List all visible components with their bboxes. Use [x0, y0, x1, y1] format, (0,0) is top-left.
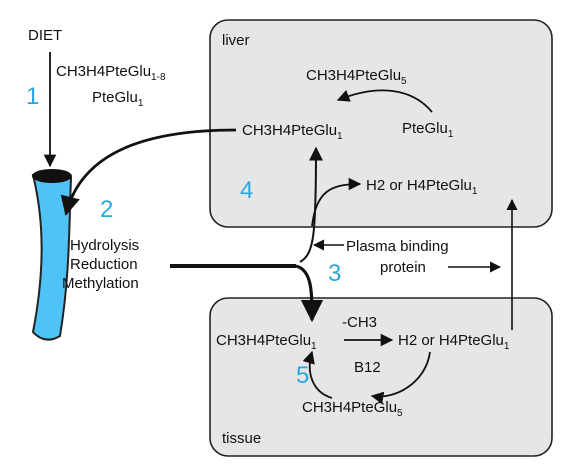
tissue-reduced-folate: H2 or H4PteGlu1: [398, 332, 510, 352]
circulation-to-tissue-arrow-icon: [295, 264, 324, 323]
step-2: 2: [100, 196, 113, 223]
enterohepatic-arrow-icon: [60, 128, 237, 216]
liver-label: liver: [222, 32, 250, 49]
liver-pteglu: PteGlu1: [402, 120, 454, 140]
tissue-demethyl-label: -CH3: [342, 314, 377, 331]
liver-reduced-folate: H2 or H4PteGlu1: [366, 177, 478, 197]
diet-label: DIET: [28, 27, 62, 44]
gut-process-3: Methylation: [62, 275, 139, 292]
tissue-label: tissue: [222, 430, 261, 447]
tissue-polyglu-arrow-icon: [370, 351, 431, 405]
plasma-protein-label: protein: [380, 259, 426, 276]
liver-polyglu-arrow-icon: [336, 89, 433, 113]
gut-process-2: Reduction: [70, 256, 138, 273]
diet-folate-b: PteGlu1: [92, 89, 144, 109]
step-4: 4: [240, 177, 253, 204]
circulation-to-liver-arrow-icon: [299, 146, 323, 263]
gut-process-1: Hydrolysis: [70, 237, 139, 254]
liver-compartment: [209, 19, 553, 228]
liver-polyglutamate: CH3H4PteGlu5: [306, 67, 407, 87]
tissue-compartment: [209, 297, 553, 457]
circulation-to-reduced-arrow-icon: [311, 177, 362, 227]
tissue-methyl-folate: CH3H4PteGlu1: [216, 332, 317, 352]
step-3: 3: [328, 260, 341, 287]
liver-methyl-folate: CH3H4PteGlu1: [242, 122, 343, 142]
gut-tube-icon: [31, 169, 73, 341]
tissue-recycle-arrow-icon: [302, 350, 333, 399]
plasma-binding-label: Plasma binding: [346, 238, 449, 255]
step-1: 1: [26, 83, 39, 110]
step-5: 5: [296, 362, 309, 389]
diet-folate-a: CH3H4PteGlu1-8: [56, 63, 166, 83]
tissue-b12-label: B12: [354, 359, 381, 376]
